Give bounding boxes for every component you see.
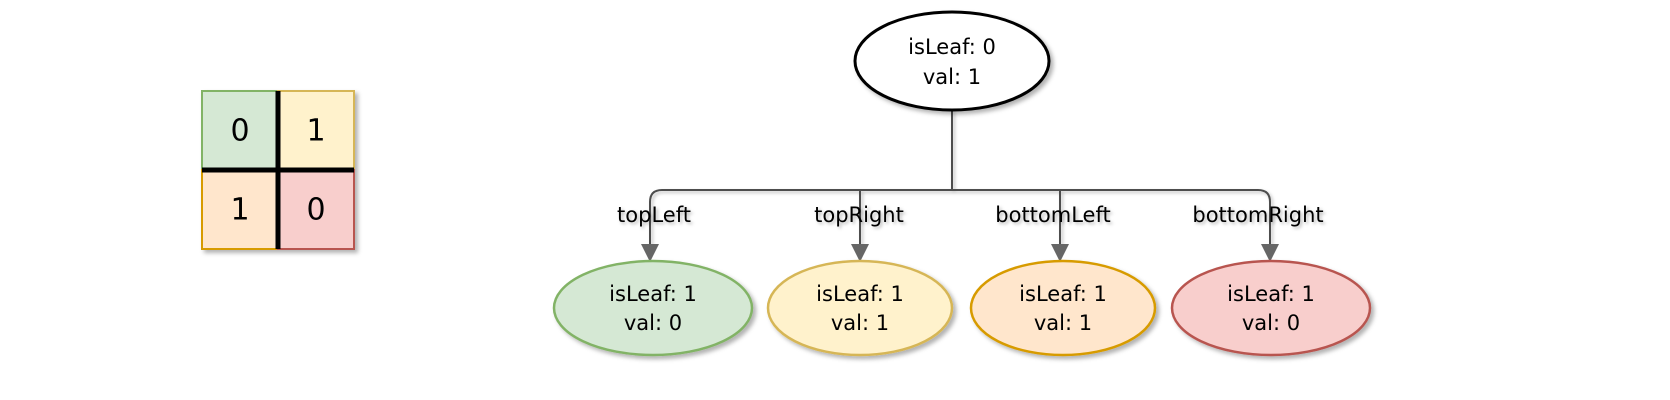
edge-labels: topLeft topRight bottomLeft bottomRight [617,203,1324,227]
leaf-topright-shape[interactable] [766,259,954,357]
leaf-bottomleft-line1: isLeaf: 1 [1019,282,1107,306]
grid-cell-top-right [277,90,355,171]
edge-arrowheads [641,244,1279,262]
root-node-shape[interactable] [853,10,1051,112]
edge-label-bottomright: bottomRight [1192,203,1323,227]
grid-value-bottom-right: 0 [306,193,325,228]
tree-node-root[interactable]: isLeaf: 0 val: 1 [853,10,1051,112]
leaf-topright-line2: val: 1 [831,311,889,335]
grid-value-bottom-left: 1 [230,193,249,228]
grid-value-top-left: 0 [230,114,249,149]
tree-node-topleft[interactable]: isLeaf: 1 val: 0 [552,259,754,357]
grid-separators [202,91,354,249]
tree-node-topright[interactable]: isLeaf: 1 val: 1 [766,259,954,357]
root-node-line1: isLeaf: 0 [908,35,996,59]
arrowhead-bottomleft [1051,244,1069,262]
leaf-bottomright-shape[interactable] [1170,259,1372,357]
arrowhead-topright [851,244,869,262]
edge-to-topright [859,189,952,250]
leaf-bottomright-line2: val: 0 [1242,311,1300,335]
leaf-topleft-shape[interactable] [552,259,754,357]
leaf-bottomleft-line2: val: 1 [1034,311,1092,335]
arrowhead-topleft [641,244,659,262]
root-node-line2: val: 1 [923,65,981,89]
grid-cell-top-left [201,90,279,171]
leaf-bottomright-line1: isLeaf: 1 [1227,282,1315,306]
edge-label-bottomleft: bottomLeft [995,203,1110,227]
leaf-bottomleft-shape[interactable] [969,259,1157,357]
leaf-topleft-line1: isLeaf: 1 [609,282,697,306]
edge-to-topleft [649,189,952,250]
edge-to-bottomright [952,189,1271,250]
leaf-topright-line1: isLeaf: 1 [816,282,904,306]
edge-label-topleft: topLeft [617,203,691,227]
edge-label-topright: topRight [814,203,904,227]
grid-cell-bottom-right [277,169,355,250]
tree-node-bottomright[interactable]: isLeaf: 1 val: 0 [1170,259,1372,357]
tree-edges [649,110,1271,250]
leaf-topleft-line2: val: 0 [624,311,682,335]
grid-cell-values: 0 1 1 0 [230,114,325,228]
tree-node-bottomleft[interactable]: isLeaf: 1 val: 1 [969,259,1157,357]
arrowhead-bottomright [1261,244,1279,262]
grid-value-top-right: 1 [306,114,325,149]
